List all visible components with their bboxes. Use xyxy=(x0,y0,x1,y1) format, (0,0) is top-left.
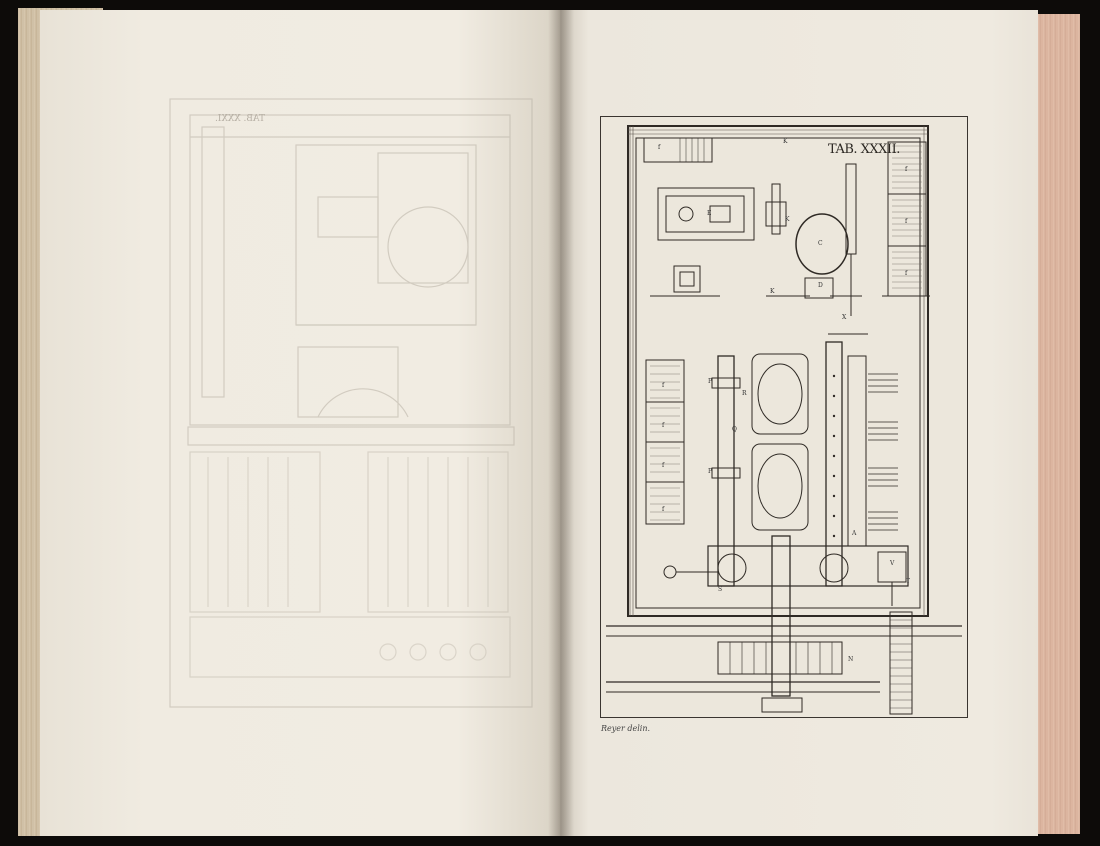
plate-label: f xyxy=(662,422,665,429)
plate-label: V xyxy=(890,560,895,567)
plate-label: f xyxy=(662,462,665,469)
engraver-credit: Reyer delin. xyxy=(601,724,651,733)
plate-label: f xyxy=(662,382,665,389)
plate-label: A xyxy=(852,530,857,537)
plate-label: S xyxy=(718,586,723,593)
reverse-plate-title: TAB. XXXI. xyxy=(215,114,265,124)
plate-label: f xyxy=(658,144,661,151)
plate-label: f xyxy=(905,270,908,277)
right-page-edges xyxy=(1032,14,1080,834)
plate-label: C xyxy=(818,240,823,247)
book-gutter xyxy=(548,10,574,836)
plate-label: X xyxy=(842,314,847,321)
plate-label: f xyxy=(662,506,665,513)
reverse-plate-showthrough xyxy=(169,98,533,708)
plate-label: K xyxy=(783,138,788,145)
mill-floor-plan-drawing xyxy=(606,125,962,715)
plate-label: P xyxy=(708,378,713,385)
plate-label: D xyxy=(818,282,823,289)
plate-label: N xyxy=(848,656,854,663)
plate-label: f xyxy=(905,166,908,173)
plate-label: Q xyxy=(732,426,737,433)
plate-label: E xyxy=(707,210,712,217)
plate-title: TAB. XXXII. xyxy=(828,142,900,157)
plate-label: T xyxy=(906,578,911,585)
plate-label: K xyxy=(770,288,775,295)
plate-label: f xyxy=(905,218,908,225)
left-page xyxy=(40,10,562,836)
plate-label: P xyxy=(708,468,713,475)
plate-label: K xyxy=(785,216,790,223)
engraving-plate xyxy=(600,116,968,718)
plate-label: R xyxy=(742,390,747,397)
